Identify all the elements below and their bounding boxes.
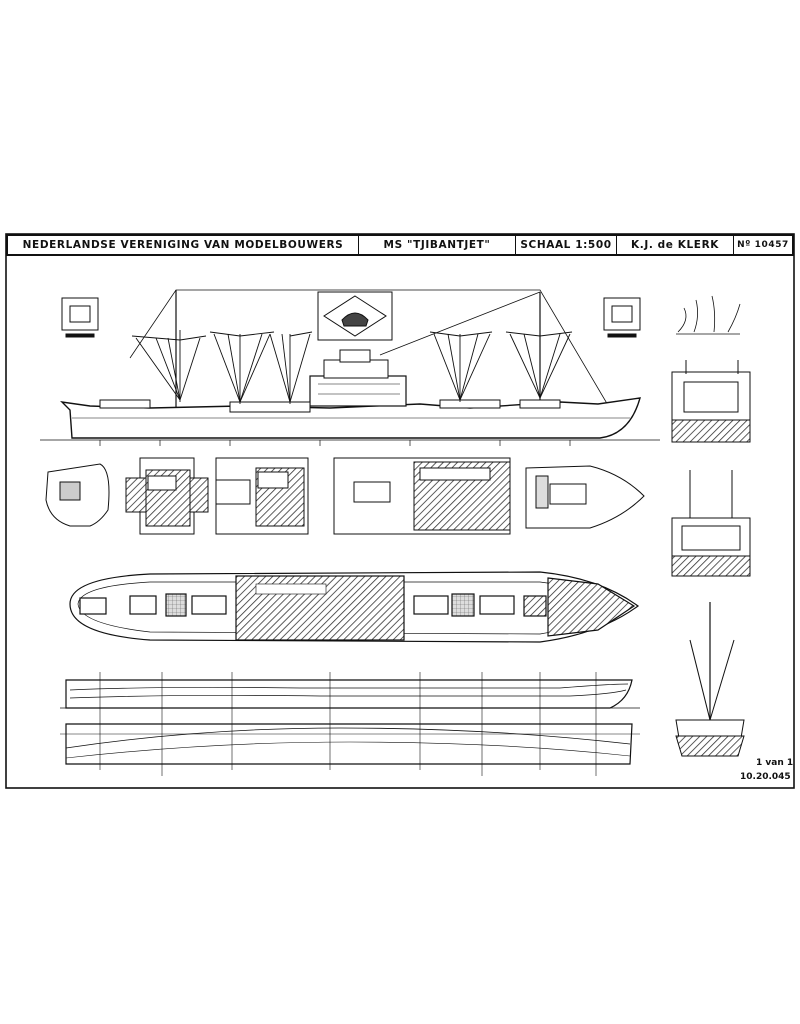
side-elevation xyxy=(40,289,660,446)
hatch-detail-right xyxy=(603,297,641,338)
body-sections xyxy=(671,295,751,757)
ship-name: MS "TJIBANTJET" xyxy=(359,236,516,254)
scale-label: SCHAAL 1:500 xyxy=(516,236,617,254)
sheet-count: 1 van 1 xyxy=(756,758,794,768)
hatch-detail-left xyxy=(61,297,99,338)
title-block: NEDERLANDSE VERENIGING VAN MODELBOUWERS … xyxy=(6,234,794,256)
author-name: K.J. de KLERK xyxy=(617,236,734,254)
funnel-emblem xyxy=(317,291,393,341)
drawing-number: Nº 10457 xyxy=(737,240,789,250)
main-deck-plan xyxy=(69,571,640,643)
lines-plan xyxy=(60,672,640,776)
deck-plans xyxy=(45,457,645,535)
society-name: NEDERLANDSE VERENIGING VAN MODELBOUWERS xyxy=(8,236,359,254)
sheet-border xyxy=(5,233,795,789)
reference-number: 10.20.045 xyxy=(740,772,791,782)
